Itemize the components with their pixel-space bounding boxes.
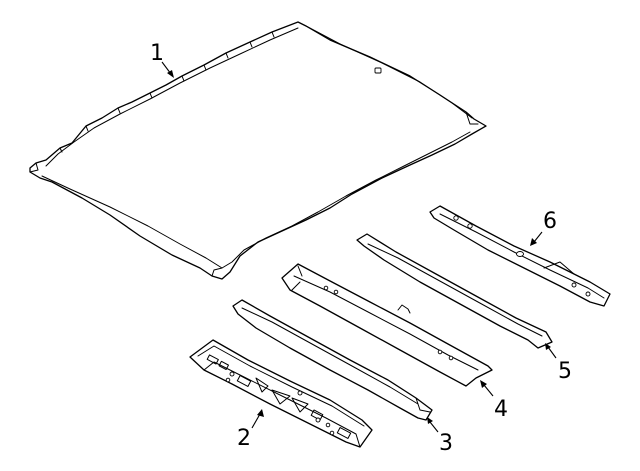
callout-6: 6 [530,209,557,246]
callout-label-1: 1 [150,41,164,66]
callout-label-5: 5 [558,359,572,384]
callout-2: 2 [237,409,264,451]
callout-3: 3 [427,417,453,456]
callout-label-4: 4 [494,397,508,422]
roof-panel [29,21,487,280]
rear-header [429,205,611,307]
callout-label-6: 6 [543,209,557,234]
callout-label-3: 3 [439,431,453,456]
roof-bow-rear [356,233,553,349]
callout-1: 1 [150,41,174,78]
callout-label-2: 2 [237,426,251,451]
callout-4: 4 [480,380,508,422]
roof-bow-front [232,299,433,421]
callout-5: 5 [545,343,572,384]
roof-bow-center [281,263,493,387]
front-header-panel [189,339,373,448]
